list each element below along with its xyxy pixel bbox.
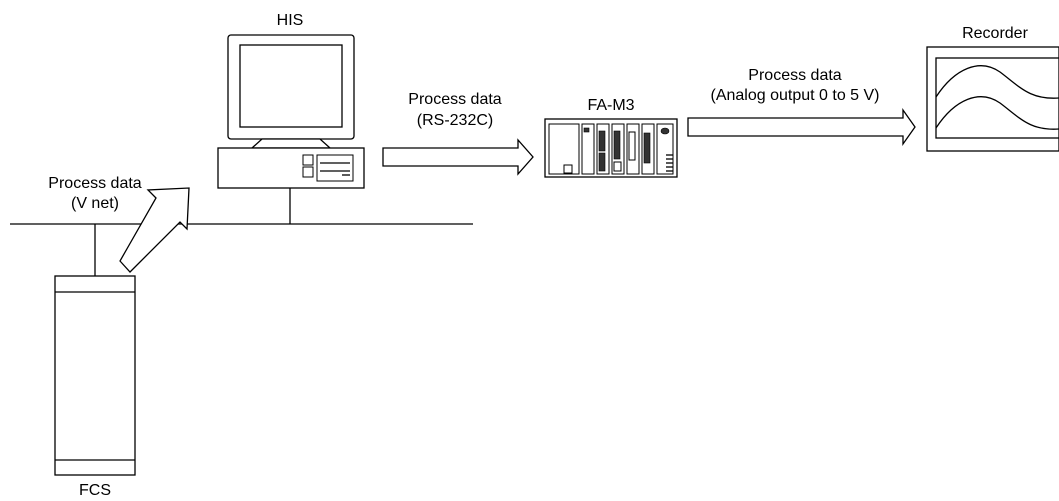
his-to-fam3-arrow: Process data (RS-232C): [382, 91, 534, 176]
fam3-to-recorder-label-line2: (Analog output 0 to 5 V): [711, 87, 880, 104]
fcs-to-his-label-line2: (V net): [71, 195, 119, 212]
fam3-label: FA-M3: [587, 97, 634, 114]
fam3-to-recorder-arrow: Process data (Analog output 0 to 5 V): [687, 67, 916, 147]
fcs-cabinet: FCS: [54, 275, 136, 499]
fam3-rack-icon: [544, 118, 678, 178]
vnet-bus: [10, 188, 473, 276]
fcs-to-his-label-line1: Process data: [48, 175, 141, 192]
his-to-fam3-label-line2: (RS-232C): [417, 112, 493, 129]
fam3-to-recorder-label-line1: Process data: [748, 67, 841, 84]
recorder-chart-icon: [926, 46, 1059, 152]
fcs-to-his-arrow: Process data (V net): [48, 175, 190, 273]
recorder-label: Recorder: [962, 25, 1028, 42]
his-desktop-unit-icon: [217, 147, 365, 189]
his-computer: HIS: [217, 12, 365, 189]
fam3-plc: FA-M3: [544, 97, 678, 178]
his-to-fam3-label-line1: Process data: [408, 91, 501, 108]
his-monitor-icon: [227, 34, 355, 149]
his-label: HIS: [277, 12, 304, 29]
recorder: Recorder: [926, 25, 1059, 152]
fcs-label: FCS: [79, 482, 111, 499]
